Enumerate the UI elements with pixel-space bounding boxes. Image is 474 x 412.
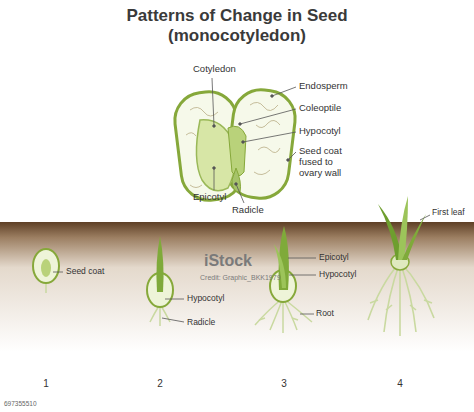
part-label: Radicle xyxy=(187,318,215,328)
part-label: Coleoptile xyxy=(299,103,341,114)
stage-4-plant xyxy=(368,196,434,336)
part-label: Cotyledon xyxy=(193,64,236,75)
part-label: Radicle xyxy=(232,205,264,216)
stage-number: 2 xyxy=(157,378,163,390)
stage-number: 4 xyxy=(397,378,403,390)
part-label: Epicotyl xyxy=(193,192,226,203)
part-label: First leaf xyxy=(432,208,465,218)
part-label: Epicotyl xyxy=(319,253,349,263)
part-label: Hypocotyl xyxy=(187,294,224,304)
image-id: 697355510 xyxy=(4,400,37,407)
part-label: Root xyxy=(316,309,334,319)
watermark-credit: Credit: Graphic_BKK1979 xyxy=(200,274,281,282)
leader-lines xyxy=(212,78,296,203)
watermark: iStock xyxy=(204,252,252,270)
stage-2-seedling xyxy=(147,236,184,326)
part-label: Hypocotyl xyxy=(299,126,341,137)
part-label: Hypocotyl xyxy=(319,270,356,280)
part-label: Endosperm xyxy=(299,81,348,92)
part-label: Seed coat xyxy=(66,267,104,277)
stage-number: 1 xyxy=(43,378,49,390)
diagram-title: Patterns of Change in Seed (monocotyledo… xyxy=(112,6,362,45)
seed-section xyxy=(172,87,299,204)
stage-1-seed xyxy=(33,249,63,293)
part-label: Seed coat fused to ovary wall xyxy=(299,146,353,179)
stage-number: 3 xyxy=(281,378,287,390)
